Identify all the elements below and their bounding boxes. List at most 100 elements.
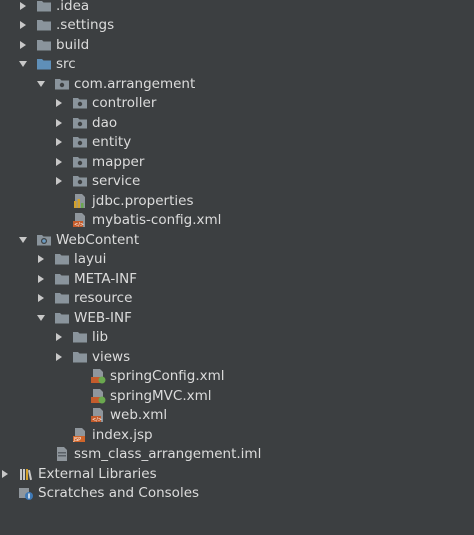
expand-right-icon[interactable]	[54, 137, 64, 147]
tree-item-label: com.arrangement	[74, 75, 196, 92]
tree-row[interactable]: com.arrangement	[0, 74, 474, 94]
package-icon	[72, 173, 88, 189]
tree-item-label: .idea	[56, 0, 90, 14]
folder-icon	[72, 329, 88, 345]
tree-item-label: META-INF	[74, 270, 138, 287]
tree-row[interactable]: ssm_class_arrangement.iml	[0, 445, 474, 465]
tree-row[interactable]: entity	[0, 133, 474, 153]
arrow-spacer	[54, 215, 64, 225]
svg-text:</>: </>	[92, 417, 102, 423]
tree-row[interactable]: .idea	[0, 0, 474, 16]
tree-item-label: index.jsp	[92, 426, 153, 443]
tree-row[interactable]: WebContent	[0, 230, 474, 250]
tree-item-label: resource	[74, 290, 133, 307]
tree-item-label: web.xml	[110, 407, 168, 424]
tree-row[interactable]: springConfig.xml	[0, 367, 474, 387]
tree-row[interactable]: springMVC.xml	[0, 386, 474, 406]
expand-right-icon[interactable]	[0, 469, 10, 479]
tree-row[interactable]: </> web.xml	[0, 406, 474, 426]
package-icon	[54, 76, 70, 92]
properties-file-icon	[72, 193, 88, 209]
arrow-spacer	[72, 391, 82, 401]
tree-item-label: layui	[74, 251, 107, 268]
spring-xml-icon	[90, 368, 106, 384]
tree-row[interactable]: </> mybatis-config.xml	[0, 211, 474, 231]
spring-xml-icon	[90, 388, 106, 404]
arrow-spacer	[54, 196, 64, 206]
expand-down-icon[interactable]	[36, 79, 46, 89]
tree-item-label: entity	[92, 134, 132, 151]
tree-item-label: mapper	[92, 153, 145, 170]
tree-row[interactable]: External Libraries	[0, 464, 474, 484]
folder-icon	[54, 310, 70, 326]
expand-right-icon[interactable]	[54, 176, 64, 186]
tree-item-label: build	[56, 36, 90, 53]
expand-right-icon[interactable]	[54, 98, 64, 108]
expand-right-icon[interactable]	[54, 118, 64, 128]
svg-text:</>: </>	[74, 222, 84, 228]
tree-row[interactable]: views	[0, 347, 474, 367]
tree-row[interactable]: lib	[0, 328, 474, 348]
folder-icon	[72, 349, 88, 365]
expand-right-icon[interactable]	[54, 352, 64, 362]
scratches-icon	[18, 485, 34, 501]
expand-right-icon[interactable]	[18, 1, 28, 11]
expand-right-icon[interactable]	[18, 20, 28, 30]
tree-row[interactable]: build	[0, 35, 474, 55]
package-icon	[72, 95, 88, 111]
expand-right-icon[interactable]	[36, 254, 46, 264]
tree-row[interactable]: src	[0, 55, 474, 75]
tree-row[interactable]: controller	[0, 94, 474, 114]
tree-row[interactable]: mapper	[0, 152, 474, 172]
tree-item-label: mybatis-config.xml	[92, 212, 222, 229]
expand-down-icon[interactable]	[18, 235, 28, 245]
expand-down-icon[interactable]	[18, 59, 28, 69]
tree-row[interactable]: .settings	[0, 16, 474, 36]
expand-right-icon[interactable]	[18, 40, 28, 50]
iml-file-icon	[54, 446, 70, 462]
tree-item-label: ssm_class_arrangement.iml	[74, 446, 262, 463]
tree-row[interactable]: resource	[0, 289, 474, 309]
tree-item-label: service	[92, 173, 141, 190]
folder-icon	[36, 17, 52, 33]
arrow-spacer	[0, 488, 10, 498]
tree-item-label: views	[92, 348, 131, 365]
arrow-spacer	[54, 430, 64, 440]
tree-item-label: Scratches and Consoles	[38, 485, 200, 502]
folder-icon	[36, 37, 52, 53]
tree-item-label: dao	[92, 114, 118, 131]
tree-row[interactable]: WEB-INF	[0, 308, 474, 328]
tree-row[interactable]: dao	[0, 113, 474, 133]
tree-item-label: springMVC.xml	[110, 387, 212, 404]
xml-file-icon: </>	[72, 212, 88, 228]
expand-down-icon[interactable]	[36, 313, 46, 323]
tree-row[interactable]: META-INF	[0, 269, 474, 289]
expand-right-icon[interactable]	[54, 332, 64, 342]
package-icon	[72, 134, 88, 150]
expand-right-icon[interactable]	[36, 293, 46, 303]
tree-item-label: src	[56, 56, 76, 73]
arrow-spacer	[72, 371, 82, 381]
tree-row[interactable]: jdbc.properties	[0, 191, 474, 211]
folder-icon	[36, 0, 52, 14]
tree-item-label: springConfig.xml	[110, 368, 225, 385]
package-icon	[72, 115, 88, 131]
svg-text:JSP: JSP	[73, 437, 82, 443]
web-folder-icon	[36, 232, 52, 248]
expand-right-icon[interactable]	[36, 274, 46, 284]
jsp-file-icon: JSP	[72, 427, 88, 443]
tree-item-label: controller	[92, 95, 157, 112]
folder-icon	[54, 271, 70, 287]
tree-row[interactable]: layui	[0, 250, 474, 270]
tree-row[interactable]: service	[0, 172, 474, 192]
libraries-icon	[18, 466, 34, 482]
tree-row[interactable]: Scratches and Consoles	[0, 484, 474, 504]
folder-icon	[54, 290, 70, 306]
tree-item-label: lib	[92, 329, 109, 346]
tree-row[interactable]: JSP index.jsp	[0, 425, 474, 445]
xml-file-icon: </>	[90, 407, 106, 423]
tree-item-label: External Libraries	[38, 465, 157, 482]
expand-right-icon[interactable]	[54, 157, 64, 167]
tree-item-label: jdbc.properties	[92, 192, 194, 209]
